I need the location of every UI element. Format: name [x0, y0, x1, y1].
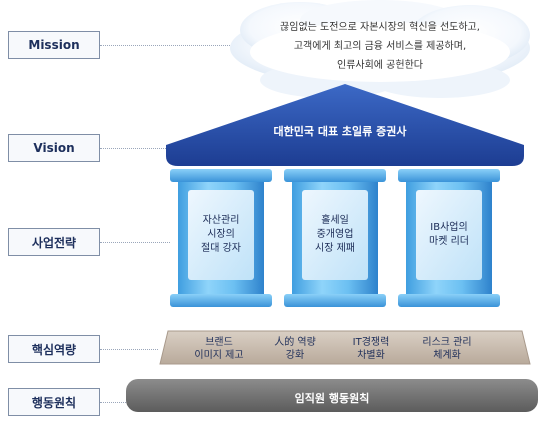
conduct-base [126, 379, 538, 412]
strategy-text-2: 홀세일 중개영업 시장 제패 [300, 214, 370, 256]
strategy-text-1: 자산관리 시장의 절대 강자 [186, 214, 256, 256]
strategy-3-line-1: IB사업의 [430, 222, 468, 233]
mission-label: Mission [8, 31, 100, 59]
strategy-1-line-2: 시장의 [207, 229, 235, 240]
mission-connector [100, 45, 240, 46]
mission-cloud [230, 0, 530, 98]
mission-line-1: 끊임없는 도전으로 자본시장의 혁신을 선도하고, [280, 22, 480, 33]
core-label-text: 핵심역량 [31, 342, 77, 357]
vision-connector [100, 148, 166, 149]
core-slab [159, 330, 531, 365]
competency-1-line-1: 브랜드 [205, 337, 233, 348]
vision-text: 대한민국 대표 초일류 증권사 [273, 125, 407, 138]
vision-label-text: Vision [33, 141, 75, 155]
competency-4-line-2: 체계화 [433, 350, 461, 361]
vision-label: Vision [8, 134, 100, 162]
strategy-pillar-2 [284, 169, 386, 307]
competency-3-line-2: 차별화 [357, 350, 385, 361]
strategy-2-line-2: 중개영업 [316, 229, 354, 240]
strategy-pillar-3 [398, 169, 500, 307]
competency-1-line-2: 이미지 제고 [194, 350, 244, 361]
strategy-2-line-3: 시장 제패 [315, 243, 355, 254]
strategy-1-line-1: 자산관리 [202, 215, 240, 226]
strategy-3-line-2: 마켓 리더 [429, 236, 469, 247]
strategy-2-line-1: 홀세일 [321, 215, 349, 226]
conduct-connector [100, 402, 126, 403]
strategy-connector [100, 242, 170, 243]
vision-roof [166, 84, 524, 166]
strategy-label: 사업전략 [8, 228, 100, 256]
competency-2-line-1: 人的 역량 [274, 337, 316, 348]
conduct-label-text: 행동원칙 [31, 395, 77, 410]
competency-4: 리스크 관리 체계화 [412, 336, 482, 362]
core-label: 핵심역량 [8, 335, 100, 363]
conduct-label: 행동원칙 [8, 388, 100, 416]
strategy-pillar-1 [170, 169, 272, 307]
mission-line-2: 고객에게 최고의 금융 서비스를 제공하며, [293, 41, 467, 52]
strategy-text-3: IB사업의 마켓 리더 [414, 221, 484, 249]
competency-3-line-1: IT경쟁력 [352, 337, 390, 348]
competency-2: 人的 역량 강화 [260, 336, 330, 362]
mission-label-text: Mission [28, 38, 80, 52]
conduct-text: 임직원 행동원칙 [294, 392, 370, 405]
strategy-label-text: 사업전략 [31, 235, 77, 250]
competency-1: 브랜드 이미지 제고 [184, 336, 254, 362]
competency-2-line-2: 강화 [285, 350, 305, 361]
mission-line-3: 인류사회에 공헌한다 [337, 60, 423, 71]
core-connector [100, 349, 158, 350]
mission-text: 끊임없는 도전으로 자본시장의 혁신을 선도하고, 고객에게 최고의 금융 서비… [250, 18, 510, 75]
competency-3: IT경쟁력 차별화 [336, 336, 406, 362]
competency-4-line-1: 리스크 관리 [422, 337, 472, 348]
strategy-1-line-3: 절대 강자 [201, 243, 241, 254]
